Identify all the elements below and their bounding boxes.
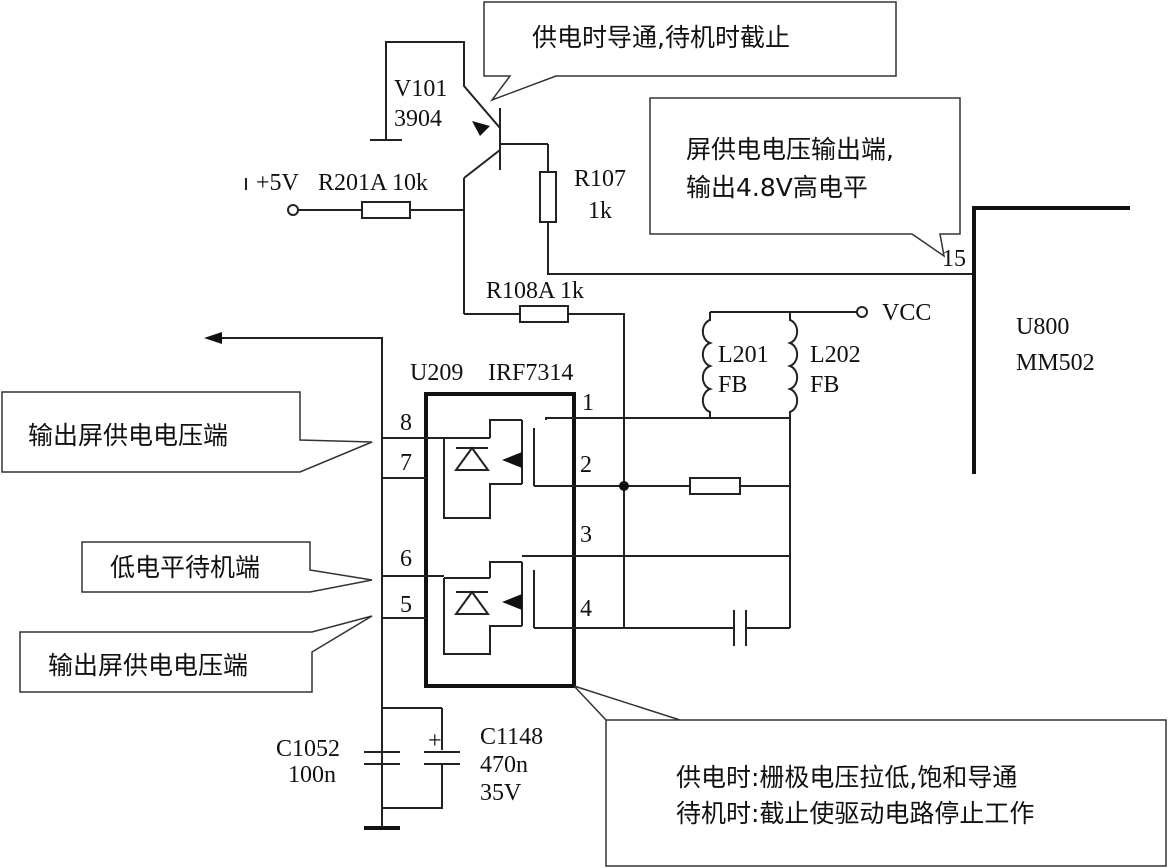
- u209-pin7-label: 7: [400, 450, 412, 476]
- u209-pin8-label: 8: [400, 410, 412, 436]
- l202-type-label: FB: [810, 372, 839, 398]
- mosfet-upper: [443, 419, 546, 519]
- r108a-branch: R108A 1k: [464, 278, 625, 628]
- u209-left-wiring: [204, 332, 444, 828]
- callout-out-lower-text: 输出屏供电电压端: [48, 651, 248, 680]
- vcc-inductors: VCC L201 FB L202 FB: [701, 300, 931, 628]
- r107-value-label: 1k: [588, 198, 612, 224]
- callout-screen-output: 屏供电电压输出端, 输出4.8V高电平: [649, 97, 961, 258]
- c1148-label: C1148: [480, 724, 543, 750]
- transistor-v101: V101 3904: [370, 41, 548, 179]
- input-5v-branch: +5V R201A 10k: [245, 170, 465, 314]
- c1148-value-label: 470n: [480, 752, 528, 778]
- callout-out-upper: 输出屏供电电压端: [1, 391, 373, 473]
- u209-right-wiring: [522, 417, 790, 646]
- u800-label: U800: [1016, 314, 1069, 340]
- r201a-label: R201A 10k: [318, 170, 428, 196]
- u800-pin15-label: 15: [942, 246, 966, 272]
- resistor-r201a: [361, 201, 411, 219]
- callout-screen-output-line2: 输出4.8V高电平: [686, 173, 868, 202]
- l201-type-label: FB: [718, 372, 747, 398]
- u800-part-label: MM502: [1016, 350, 1095, 376]
- u209-pin3-label: 3: [580, 522, 592, 548]
- u209-pin1-label: 1: [582, 390, 594, 416]
- callout-out-upper-text: 输出屏供电电压端: [28, 421, 228, 450]
- inductor-l202: [787, 312, 799, 418]
- c1148-voltage-label: 35V: [480, 780, 522, 806]
- callout-transistor-text: 供电时导通,待机时截止: [532, 23, 790, 52]
- callout-low-standby-text: 低电平待机端: [110, 553, 260, 582]
- callout-low-standby: 低电平待机端: [81, 541, 373, 593]
- u209-pin4-label: 4: [580, 596, 592, 622]
- callout-gate-line2: 待机时:截止使驱动电路停止工作: [676, 799, 1034, 828]
- callout-gate: 供电时:栅极电压拉低,饱和导通 待机时:截止使驱动电路停止工作: [573, 685, 1167, 867]
- u209-pin6-label: 6: [400, 546, 412, 572]
- v101-label: V101: [394, 76, 447, 102]
- resistor-unlabeled: [689, 477, 741, 495]
- c1052-value-label: 100n: [288, 762, 336, 788]
- diode-lower: [454, 590, 490, 615]
- resistor-r107: [539, 171, 557, 223]
- diode-upper: [454, 446, 490, 471]
- u209-label: U209: [410, 360, 463, 386]
- r108a-label: R108A 1k: [486, 278, 584, 304]
- r107-branch: R107 1k: [539, 144, 974, 275]
- v101-part-label: 3904: [394, 106, 442, 132]
- r107-label: R107: [574, 166, 626, 192]
- u209-pin2-label: 2: [580, 452, 592, 478]
- u209-pin5-label: 5: [400, 592, 412, 618]
- resistor-r108a: [519, 305, 569, 323]
- callout-transistor: 供电时导通,待机时截止: [483, 1, 897, 102]
- l201-label: L201: [718, 342, 769, 368]
- junction-node: [619, 481, 629, 491]
- c1052-label: C1052: [276, 736, 340, 762]
- u209-body: [424, 392, 576, 688]
- mosfet-lower: [443, 561, 546, 655]
- supply-5v-label: +5V: [256, 170, 300, 196]
- left-arrow-icon: [204, 332, 222, 344]
- u209-part-label: IRF7314: [488, 360, 573, 386]
- callout-screen-output-line1: 屏供电电压输出端,: [686, 135, 894, 164]
- callout-gate-line1: 供电时:栅极电压拉低,饱和导通: [676, 763, 1017, 792]
- l202-label: L202: [810, 342, 861, 368]
- vcc-label: VCC: [882, 300, 931, 326]
- bottom-capacitors: + C1052 100n C1148 470n 35V: [276, 707, 543, 830]
- c1148-plus-label: +: [428, 728, 442, 754]
- callout-out-lower: 输出屏供电电压端: [19, 615, 373, 693]
- terminal-vcc: [856, 306, 868, 318]
- ic-u209: U209 IRF7314 1 2 3: [400, 360, 594, 688]
- inductor-l201: [701, 312, 713, 418]
- ic-u800: 15 U800 MM502: [942, 206, 1130, 474]
- terminal-5v: [287, 204, 299, 216]
